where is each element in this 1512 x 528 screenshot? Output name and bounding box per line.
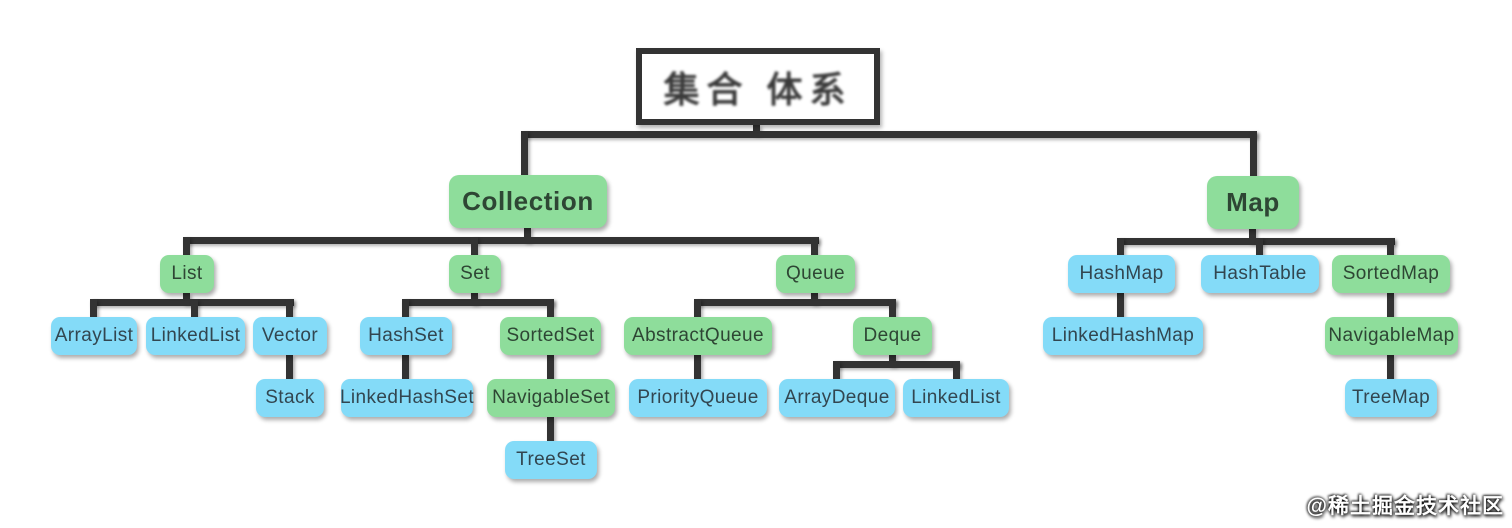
connector [953,361,960,379]
node-hashmap: HashMap [1068,255,1175,293]
node-treeset: TreeSet [505,441,597,479]
node-list: List [160,255,214,293]
connector [191,299,198,317]
connector [833,361,960,368]
node-root-title: 集合 体系 [636,48,880,125]
connector [694,299,701,317]
node-sortedmap: SortedMap [1332,255,1450,293]
connector [1256,238,1263,255]
connector [1387,238,1394,255]
node-vector: Vector [253,317,327,355]
connector [1387,355,1394,379]
connector [183,237,190,255]
connector [402,355,409,379]
node-abstractqueue: AbstractQueue [624,317,772,355]
node-navigableset: NavigableSet [487,379,615,417]
connector [402,299,554,306]
connector [183,293,190,304]
node-collection: Collection [449,175,607,228]
connector [547,355,554,379]
connector [183,237,819,244]
node-map: Map [1207,176,1299,229]
juejin-watermark: @稀土掘金技术社区 [1306,495,1504,518]
connector [547,417,554,441]
connector [811,293,818,304]
connector [1387,293,1394,317]
connector [471,293,478,304]
node-arraydeque: ArrayDeque [779,379,895,417]
connector [694,355,701,379]
node-sortedset: SortedSet [500,317,601,355]
connector [90,299,97,317]
node-hashtable: HashTable [1201,255,1319,293]
connector [547,299,554,317]
node-queue: Queue [776,255,855,293]
connector [1249,228,1256,243]
connector [286,355,293,379]
node-linkedlist: LinkedList [146,317,245,355]
connector [524,228,531,242]
connector [286,299,293,317]
connector [889,299,896,317]
node-navigablemap: NavigableMap [1325,317,1458,355]
node-stack: Stack [256,379,324,417]
node-linkedlist-deque: LinkedList [903,379,1009,417]
node-deque: Deque [853,317,932,355]
connector [1117,293,1124,317]
connector [1250,131,1257,176]
root-title-label: 集合 体系 [663,68,853,110]
connector [521,131,1257,138]
node-treemap: TreeMap [1345,379,1437,417]
node-priorityqueue: PriorityQueue [629,379,767,417]
connector [471,237,478,255]
connector [521,131,528,175]
connector [402,299,409,317]
connector [833,361,840,379]
node-linkedhashmap: LinkedHashMap [1043,317,1203,355]
node-set: Set [449,255,501,293]
connector [811,237,818,255]
connector [753,125,760,135]
node-arraylist: ArrayList [51,317,137,355]
node-linkedhashset: LinkedHashSet [340,379,474,417]
node-hashset: HashSet [360,317,452,355]
connector [1117,238,1124,255]
connector [694,299,896,306]
connector [889,355,896,366]
